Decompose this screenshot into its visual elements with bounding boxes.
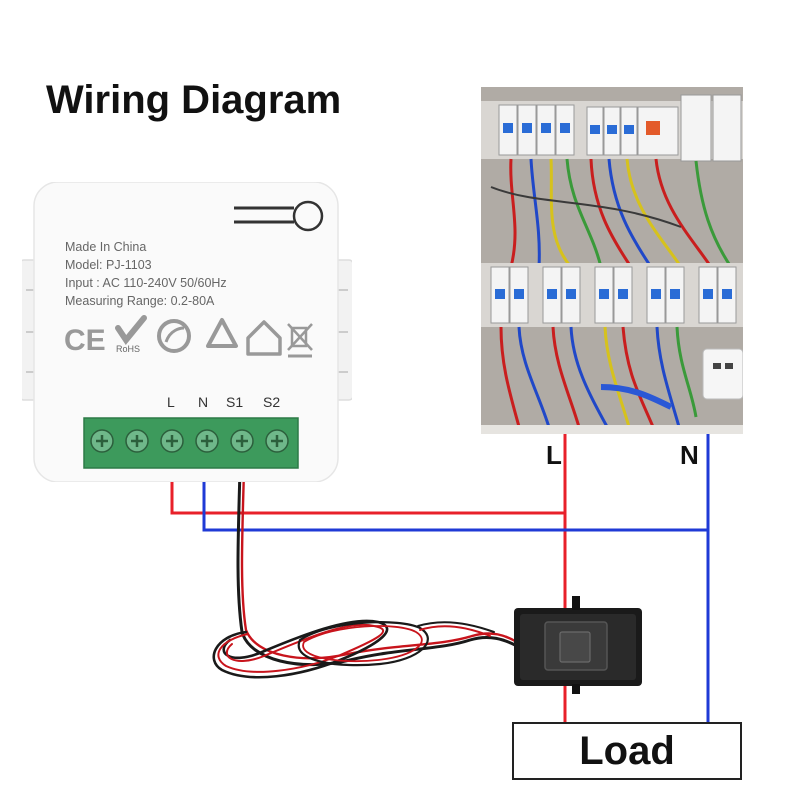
current-clamp — [514, 596, 642, 722]
module-body-svg: CE — [22, 182, 352, 482]
load-label: Load — [579, 728, 675, 773]
model-label: Model: PJ-1103 — [65, 258, 152, 272]
neutral-line-label: N — [680, 440, 699, 470]
load-box: Load — [512, 722, 742, 780]
distribution-panel-photo — [481, 87, 743, 434]
terminal-n-label: N — [198, 394, 209, 410]
page-title: Wiring Diagram — [46, 78, 342, 122]
rohs-label: RoHS — [116, 344, 141, 354]
panel-illustration — [481, 87, 743, 434]
terminal-s2-label: S2 — [263, 394, 281, 410]
terminal-l-label: L — [167, 394, 175, 410]
live-line-label: L — [546, 440, 562, 470]
terminal-s1-label: S1 — [226, 394, 244, 410]
ct-sensor-cable — [212, 468, 517, 679]
range-label: Measuring Range: 0.2-80A — [65, 294, 215, 308]
device-live-wire — [170, 468, 565, 515]
device-neutral-wire — [202, 468, 708, 532]
svg-text:CE: CE — [64, 324, 106, 357]
input-label: Input : AC 110-240V 50/60Hz — [65, 276, 227, 290]
made-in-label: Made In China — [65, 240, 147, 254]
energy-meter-module: CE Made In — [22, 182, 352, 482]
